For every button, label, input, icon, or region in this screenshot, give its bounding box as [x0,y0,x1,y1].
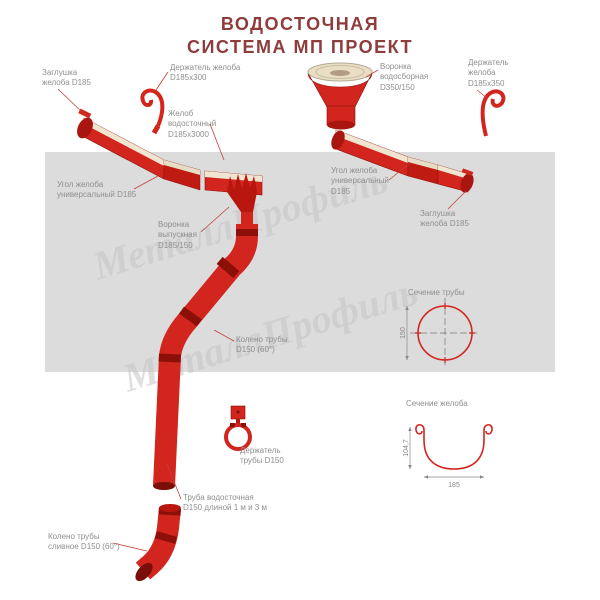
drain-elbow-part [135,504,181,582]
label-pipe-section: Сечение трубы [408,288,465,297]
gutter-section-diagram: 104,7 185 [403,423,493,489]
label-collector-funnel: Воронка водосборная D350/150 [380,62,429,92]
gutter-corner-left-part [163,159,201,191]
gutter-holder-right-part [480,89,506,137]
gutter-width-dimension: 185 [448,482,460,489]
label-gutter-corner-right: Угол желоба универсальный D185 [331,166,389,196]
label-end-cap-right: Заглушка желоба D185 [420,209,469,229]
pipe-section-diagram: 150 [400,298,480,368]
gutter-right-part [331,129,409,177]
label-gutter-holder-left: Держатель желоба D185x300 [170,63,241,83]
label-gutter: Желоб водосточный D185x3000 [168,109,217,139]
label-end-cap-left: Заглушка желоба D185 [42,68,91,88]
label-pipe-holder: Держатель трубы D150 [240,446,284,466]
gutter-end-cap-right-part [437,164,474,193]
title-line-2: СИСТЕМА МП ПРОЕКТ [186,37,414,58]
label-pipe: Труба водосточная D150 длиной 1 м и 3 м [183,493,267,513]
label-pipe-elbow: Колено трубы D150 (60°) [236,335,288,355]
collector-funnel-part [307,62,373,130]
pipe-holder-part [224,405,252,451]
page-title: ВОДОСТОЧНАЯ СИСТЕМА МП ПРОЕКТ [0,13,600,60]
pipe-diameter-dimension: 150 [400,327,407,339]
leader-lines [57,69,488,552]
label-gutter-section: Сечение желоба [406,399,468,408]
label-drain-elbow: Колено трубы сливное D150 (60°) [48,532,120,552]
gutter-end-cap-left-part [77,108,165,180]
outlet-funnel-part [204,170,263,229]
label-gutter-holder-right: Держатель желоба D185x350 [468,58,509,88]
label-outlet-funnel: Воронка выпускная D185/150 [158,220,197,250]
gutter-holder-left-part [140,88,165,135]
downpipe-assembly [153,224,258,490]
label-gutter-corner-left: Угол желоба универсальный D185 [57,180,137,200]
gutter-height-dimension: 104,7 [403,439,410,457]
title-line-1: ВОДОСТОЧНАЯ [220,14,380,34]
